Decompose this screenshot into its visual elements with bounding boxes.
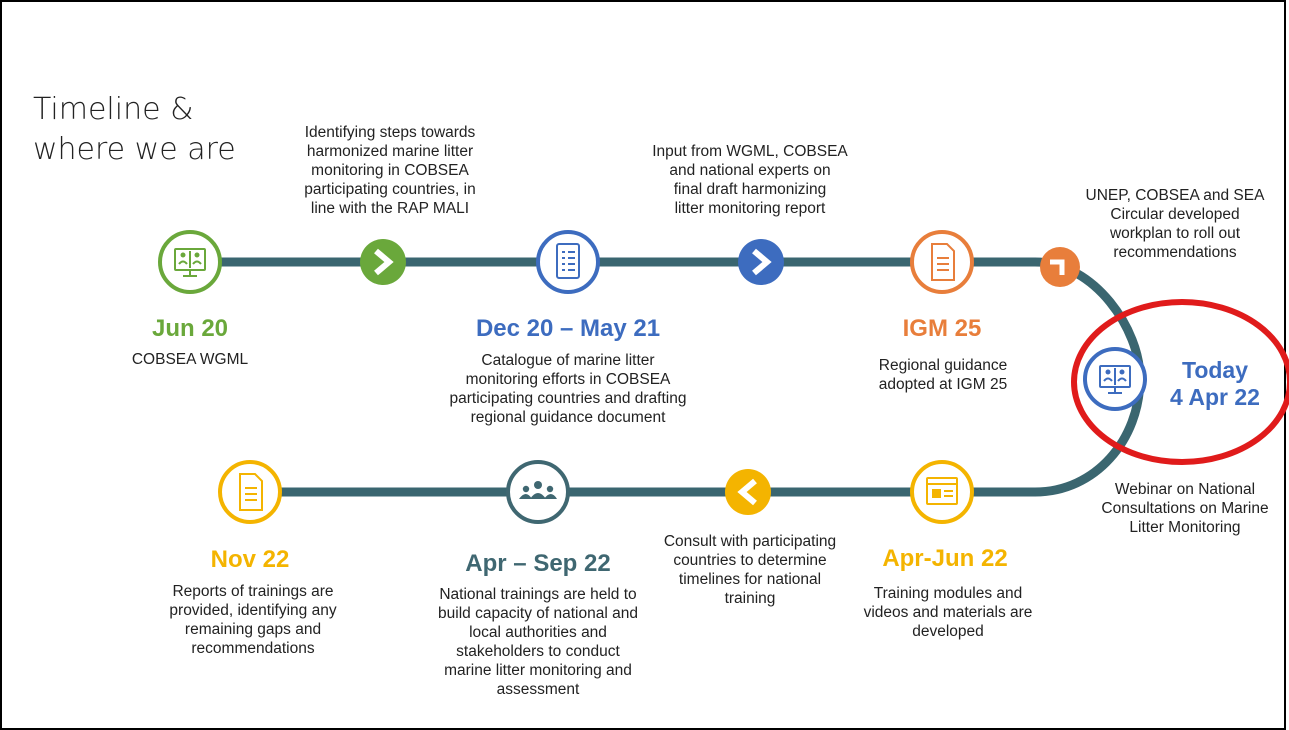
chevron-right-node-green <box>360 239 406 285</box>
text-consult: Consult with participating countries to … <box>663 533 837 607</box>
chevron-right-node-blue <box>738 239 784 285</box>
node-today <box>1083 347 1147 411</box>
date-today: Today 4 Apr 22 <box>1170 357 1260 410</box>
date-igm25: IGM 25 <box>902 315 982 342</box>
date-aprjun22: Apr-Jun 22 <box>882 545 1008 572</box>
date-dec20: Dec 20 – May 21 <box>475 315 661 342</box>
document-icon <box>239 473 263 511</box>
text-regional-guidance: Regional guidance adopted at IGM 25 <box>878 357 1008 393</box>
today-highlight-ring <box>1071 299 1289 465</box>
text-identifying-steps: Identifying steps towards harmonized mar… <box>304 124 476 217</box>
monitor-people-icon <box>174 248 206 277</box>
text-input-wgml: Input from WGML, COBSEA and national exp… <box>652 143 848 217</box>
corner-arrow-node-orange <box>1040 247 1080 287</box>
presentation-icon <box>926 477 958 505</box>
date-jun20: Jun 20 <box>151 315 229 342</box>
text-jun20: COBSEA WGML <box>131 351 249 368</box>
corner-arrow-icon <box>1050 259 1065 275</box>
monitor-people-icon <box>1099 365 1131 394</box>
date-aprsep22: Apr – Sep 22 <box>465 550 611 577</box>
checklist-icon <box>556 243 580 279</box>
text-national-trainings: National trainings are held to build cap… <box>438 586 638 698</box>
text-unep-workplan: UNEP, COBSEA and SEA Circular developed … <box>1085 187 1265 261</box>
text-reports: Reports of trainings are provided, ident… <box>169 583 337 657</box>
chevron-right-icon <box>374 248 394 276</box>
node-aprjun22 <box>910 460 974 524</box>
node-jun20 <box>158 230 222 294</box>
node-nov22 <box>218 460 282 524</box>
group-icon <box>519 481 557 499</box>
node-igm25 <box>910 230 974 294</box>
text-webinar: Webinar on National Consultations on Mar… <box>1101 481 1269 536</box>
text-catalogue: Catalogue of marine litter monitoring ef… <box>449 352 687 426</box>
node-aprsep22 <box>506 460 570 524</box>
node-dec20 <box>536 230 600 294</box>
text-training-modules: Training modules and videos and material… <box>863 585 1033 640</box>
page-title: Timeline & where we are <box>33 92 236 167</box>
document-icon <box>931 243 955 281</box>
chevron-right-icon <box>752 248 772 276</box>
date-nov22: Nov 22 <box>210 546 290 573</box>
chevron-left-node-yellow <box>725 469 771 515</box>
chevron-left-icon <box>737 478 757 506</box>
